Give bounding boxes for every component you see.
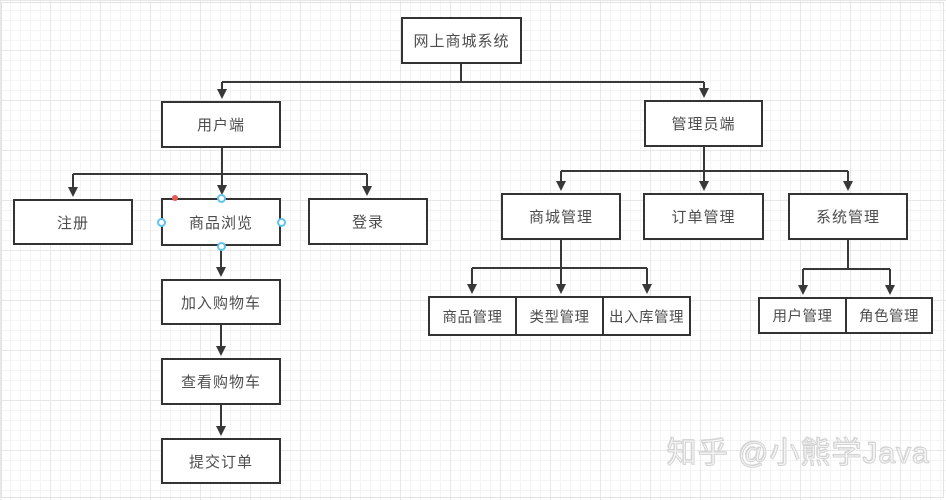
node-system-mgmt[interactable]: 系统管理	[788, 193, 908, 240]
node-stock-mgmt[interactable]: 出入库管理	[602, 296, 691, 336]
selection-handle-right[interactable]	[276, 217, 286, 227]
node-order-mgmt[interactable]: 订单管理	[643, 193, 764, 240]
node-user-side[interactable]: 用户端	[161, 101, 281, 148]
node-add-to-cart[interactable]: 加入购物车	[161, 279, 281, 325]
node-register[interactable]: 注册	[13, 199, 133, 245]
node-root[interactable]: 网上商城系统	[401, 17, 522, 64]
node-type-mgmt[interactable]: 类型管理	[515, 296, 604, 336]
selection-handle-left[interactable]	[156, 217, 166, 227]
node-user-mgmt[interactable]: 用户管理	[758, 297, 847, 334]
node-role-mgmt[interactable]: 角色管理	[845, 297, 933, 334]
node-product-mgmt[interactable]: 商品管理	[428, 296, 517, 336]
selection-point-red[interactable]	[172, 195, 178, 201]
node-admin-side[interactable]: 管理员端	[644, 100, 763, 147]
node-mall-mgmt[interactable]: 商城管理	[501, 193, 621, 240]
selection-handle-bottom[interactable]	[216, 241, 226, 251]
node-login[interactable]: 登录	[308, 198, 428, 245]
node-view-cart[interactable]: 查看购物车	[161, 358, 281, 405]
node-submit-order[interactable]: 提交订单	[161, 438, 281, 484]
node-product-browse[interactable]: 商品浏览	[161, 198, 281, 246]
selection-handle-top[interactable]	[216, 193, 226, 203]
